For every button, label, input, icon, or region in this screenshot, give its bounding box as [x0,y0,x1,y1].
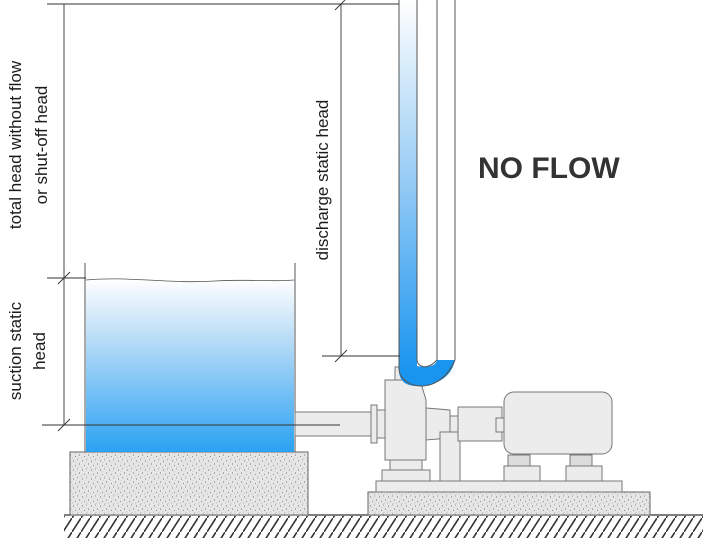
concrete-foundation-icon [367,491,651,516]
centrifugal-pump-icon [370,366,505,482]
total-head-label-line1: total head without flow [6,60,25,229]
ground-hatch-icon [64,516,703,538]
dimension-discharge-head [322,0,400,363]
ground [64,514,703,538]
water-tank-icon [84,263,296,452]
pump-foundation [367,480,651,516]
dimension-total-head [47,3,399,285]
suction-pipe [294,411,372,437]
electric-motor-icon [503,391,613,482]
tank-foundation [69,451,309,516]
suction-head-label-line1: suction static [6,301,25,400]
total-head-label-line2: or shut-off head [32,86,51,205]
no-flow-title: NO FLOW [478,152,620,185]
dimension-suction-head [42,277,340,432]
suction-head-label-line2: head [30,332,49,370]
discharge-head-label: discharge static head [313,100,332,261]
discharge-u-tube [398,0,456,387]
